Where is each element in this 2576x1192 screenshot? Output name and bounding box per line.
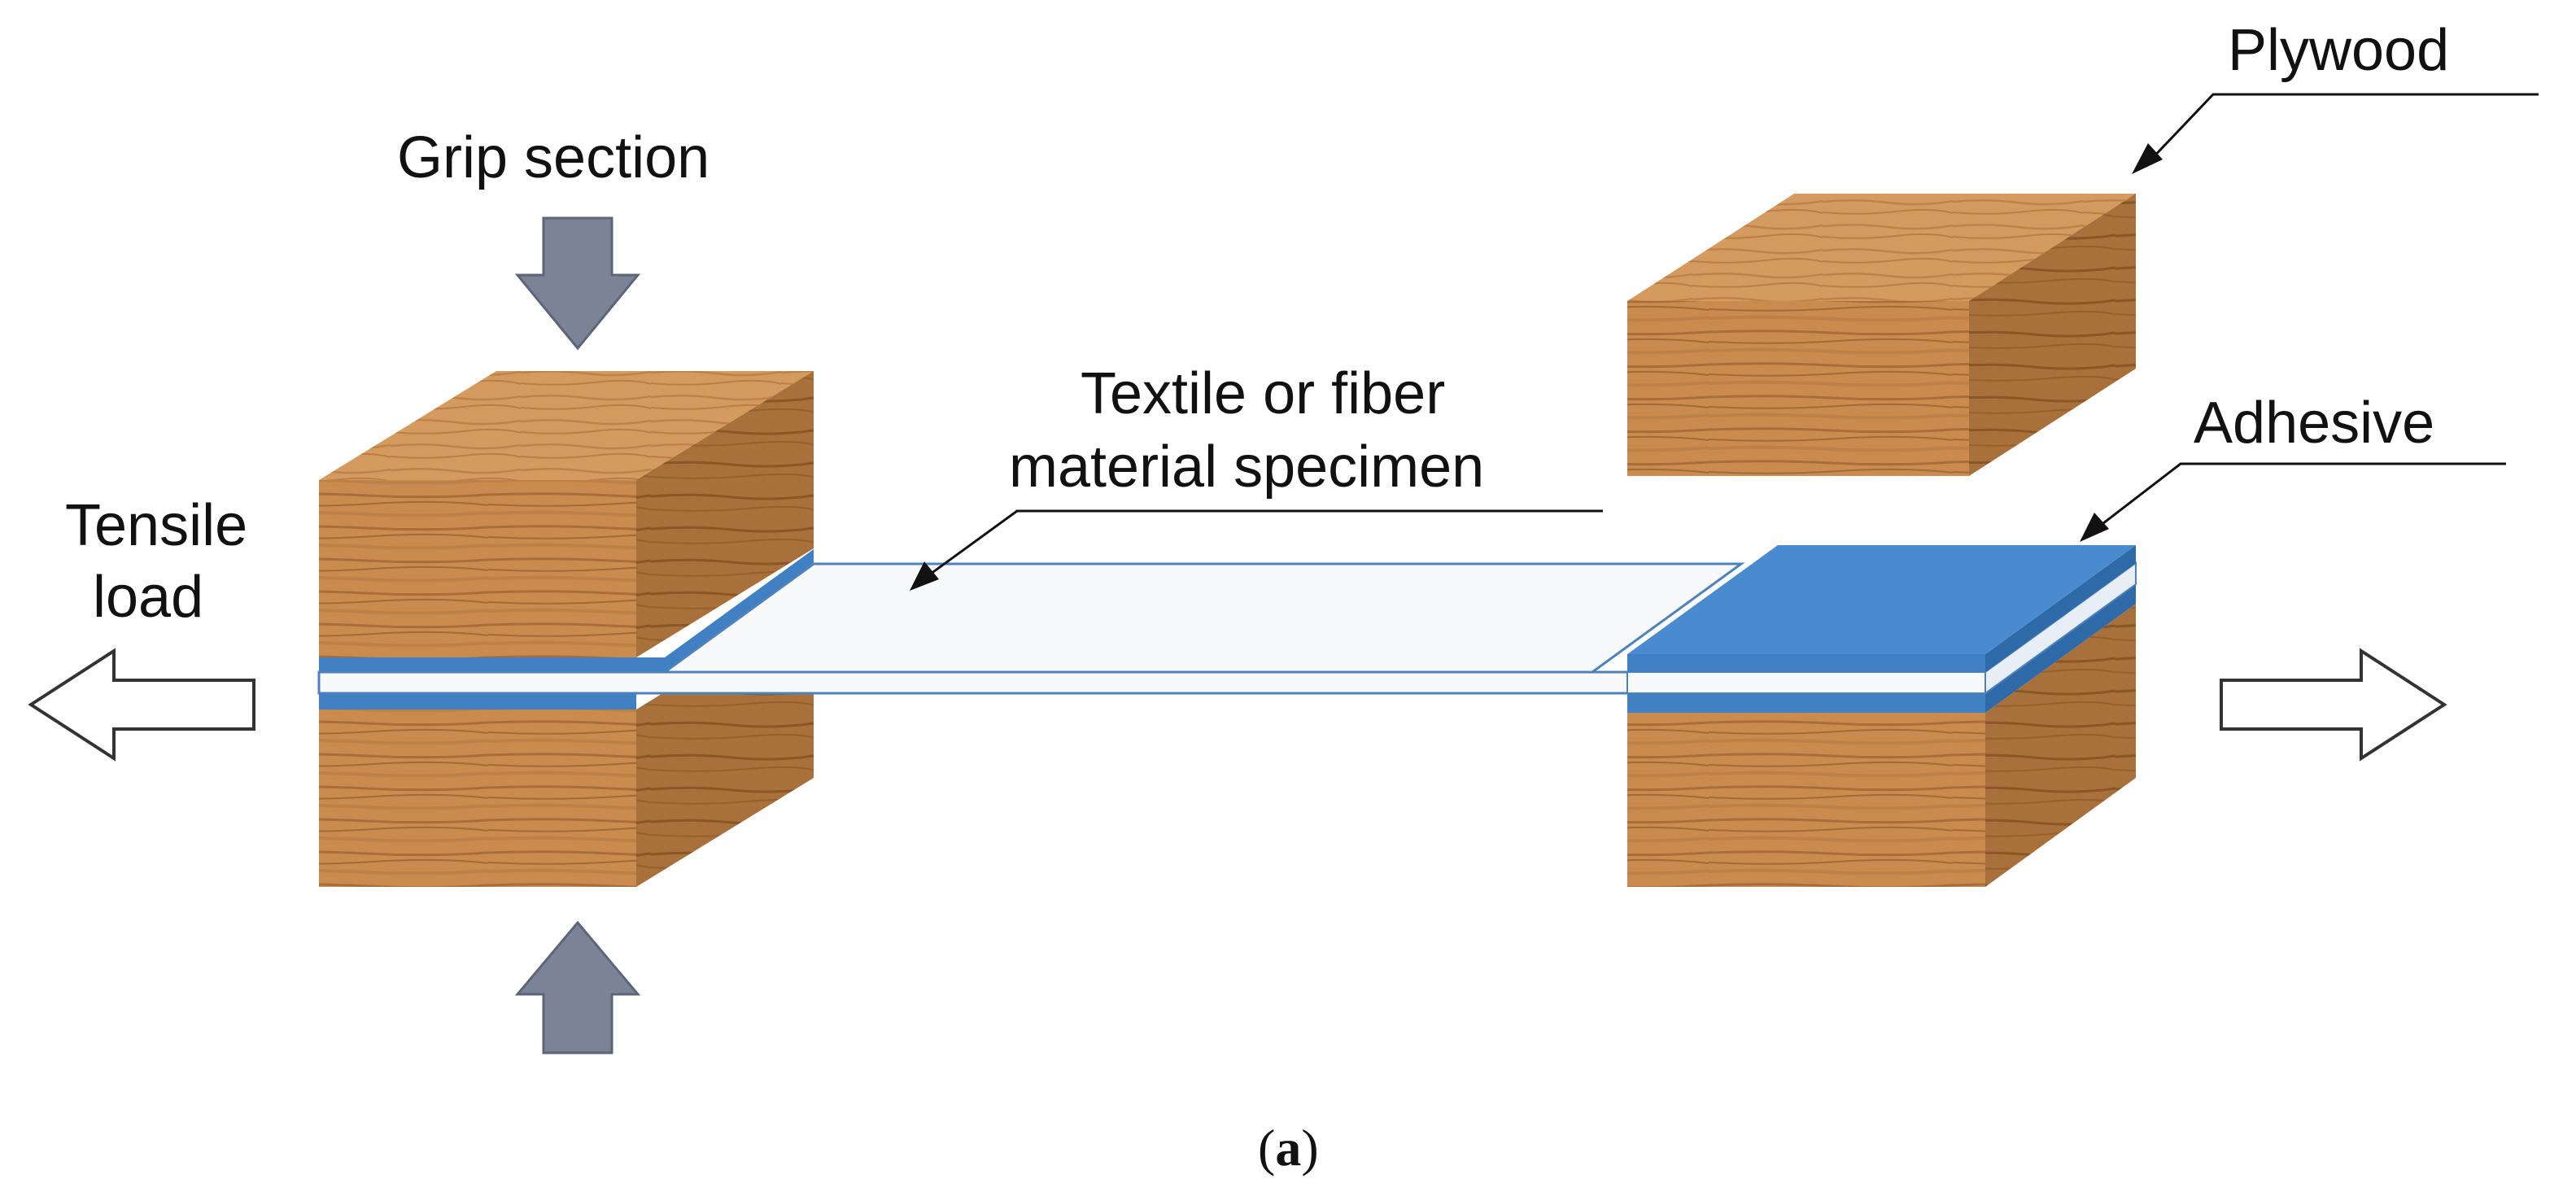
specimen-label-line1: Textile or fiber [1081,361,1445,426]
specimen-leader [910,509,1603,591]
left-lower-block-front [319,710,636,887]
grip-down-arrow-icon [514,216,641,351]
specimen-top-surface [661,562,1745,674]
specimen-label-line2: material specimen [1009,434,1484,500]
left-upper-block-front [319,480,636,657]
right-adhesive-lower [1627,693,1985,713]
right-lower-block-side [1985,604,2136,887]
caption-letter: a [1275,1119,1301,1177]
right-upper-block-front [1627,301,1969,476]
tensile-load-label-line2: load [93,565,203,630]
left-upper-block-top [319,371,814,480]
plywood-leader-arrowhead [2132,143,2163,174]
right-adhesive-top [1627,545,2136,654]
tensile-load-label-line1: Tensile [65,493,247,558]
grip-up-arrow-icon [514,920,641,1054]
adhesive-leader-arrowhead [2080,513,2109,542]
adhesive-leader [2080,462,2506,542]
specimen-leader-arrowhead [910,561,939,591]
tensile-load-right-arrow-icon [2220,648,2447,762]
plywood-leader [2132,93,2539,174]
adhesive-label: Adhesive [2194,391,2434,456]
caption-close-paren: ) [1301,1119,1318,1177]
right-specimen-edge [1626,671,1986,694]
right-adhesive-lower-side [1985,584,2136,713]
plywood-label: Plywood [2228,18,2449,83]
left-adhesive-lower [319,693,636,710]
right-upper-plywood-block [1627,194,2136,476]
figure-caption: (a) [1258,1119,1319,1177]
left-adhesive-upper-side [665,549,814,672]
right-lower-plywood-block [1627,604,2136,887]
right-adhesive-stack [1626,545,2137,713]
left-grip-laminate [319,549,814,710]
right-upper-block-top [1627,194,2136,301]
grip-section-label: Grip section [397,125,709,190]
left-upper-block-side [636,371,814,657]
left-adhesive-upper [319,657,665,672]
right-adhesive-upper [1627,654,1985,672]
right-adhesive-upper-side [1985,545,2136,672]
right-lower-block-front [1627,713,1985,887]
caption-open-paren: ( [1258,1119,1275,1177]
left-upper-plywood-block [319,371,814,657]
specimen-front-edge [317,670,1655,695]
right-upper-block-side [1969,194,2136,476]
textile-specimen-strip [317,562,1745,695]
tensile-load-left-arrow-icon [28,648,255,762]
